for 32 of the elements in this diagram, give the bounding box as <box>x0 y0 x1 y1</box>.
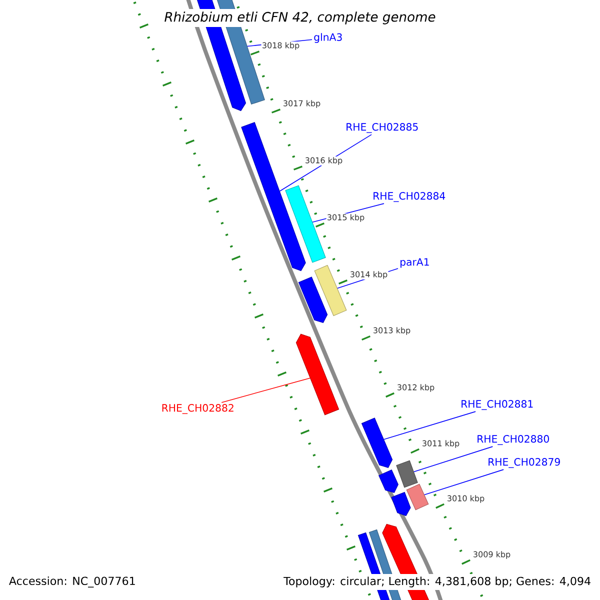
gene-block <box>378 469 398 493</box>
gene-block <box>296 334 340 416</box>
scale-label: 3013 kbp <box>372 326 412 336</box>
scale-label: 3010 kbp <box>446 494 486 504</box>
gene-label: RHE_CH02881 <box>462 400 533 410</box>
scale-label: 3011 kbp <box>421 439 460 449</box>
gene-label: parA1 <box>400 258 429 268</box>
leader-line <box>414 446 494 472</box>
genome-info-text: Topology: circular; Length: 4,381,608 bp; Genes: 4,094 <box>280 574 594 590</box>
accession-text: Accession: NC_007761 <box>6 574 139 590</box>
leader-line <box>384 411 476 440</box>
gene-label: RHE_CH02882 <box>162 404 234 414</box>
gene-block <box>241 122 306 272</box>
scale-label: 3009 kbp <box>472 550 512 560</box>
gene-label: RHE_CH02879 <box>488 458 560 468</box>
title: Rhizobium etli CFN 42, complete genome <box>162 9 438 27</box>
gene-block <box>396 460 418 488</box>
gene-block <box>406 484 429 510</box>
scale-label: 3014 kbp <box>349 270 388 280</box>
leader-line <box>221 378 310 403</box>
scale-label: 3016 kbp <box>304 156 344 166</box>
gene-block <box>391 492 411 516</box>
scale-label: 3017 kbp <box>282 99 322 109</box>
scale-label: 3012 kbp <box>396 383 436 393</box>
leader-line <box>424 469 504 496</box>
gene-label: RHE_CH02880 <box>478 435 549 445</box>
gene-label: RHE_CH02885 <box>346 123 418 133</box>
gene-label: RHE_CH02884 <box>374 192 446 202</box>
gene-block <box>285 185 326 263</box>
gene-label: glnA3 <box>314 33 342 43</box>
scale-label: 3018 kbp <box>261 41 300 51</box>
scale-label: 3015 kbp <box>326 213 366 223</box>
